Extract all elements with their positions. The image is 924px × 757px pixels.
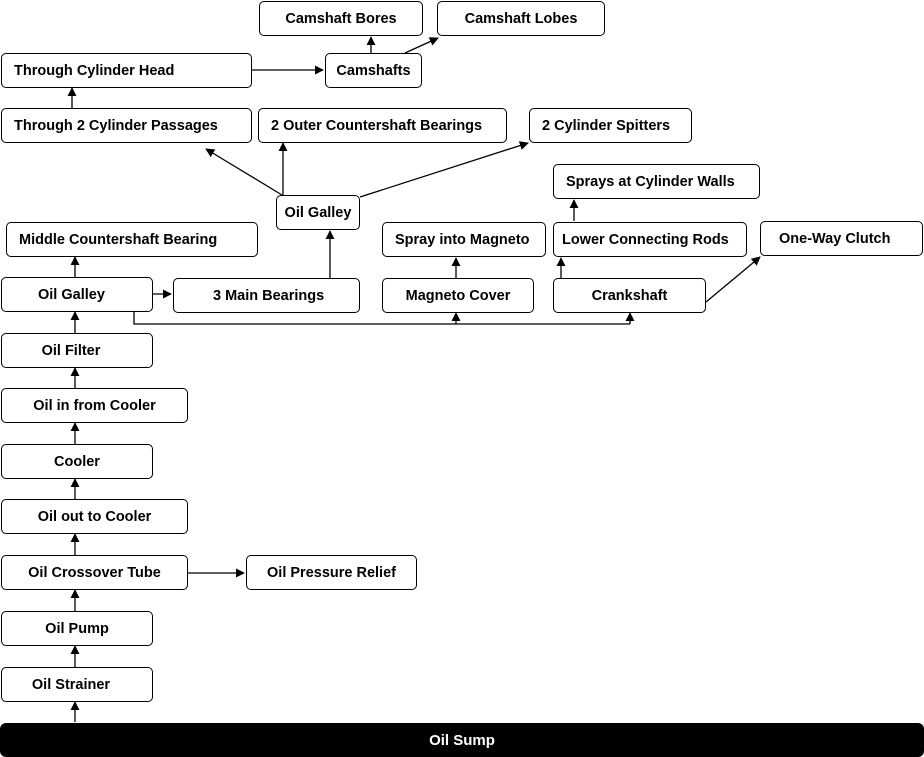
node-middle-countershaft-bearing: Middle Countershaft Bearing [6, 222, 258, 257]
node-oil-pressure-relief: Oil Pressure Relief [246, 555, 417, 590]
node-camshafts: Camshafts [325, 53, 422, 88]
arrow-crankshaft-to-one-way-clutch [705, 256, 761, 303]
node-camshaft-bores: Camshaft Bores [259, 1, 423, 36]
node-outer-countershaft-bearings: 2 Outer Countershaft Bearings [258, 108, 507, 143]
node-3-main-bearings: 3 Main Bearings [173, 278, 360, 313]
node-through-2-cylinder-passages: Through 2 Cylinder Passages [1, 108, 252, 143]
node-cooler: Cooler [1, 444, 153, 479]
node-sprays-at-cylinder-walls: Sprays at Cylinder Walls [553, 164, 760, 199]
node-crankshaft: Crankshaft [553, 278, 706, 313]
arrow-upper-galley-to-spitters [359, 141, 529, 198]
node-magneto-cover: Magneto Cover [382, 278, 534, 313]
node-one-way-clutch: One-Way Clutch [760, 221, 923, 256]
node-spray-into-magneto: Spray into Magneto [382, 222, 546, 257]
node-oil-out-to-cooler: Oil out to Cooler [1, 499, 188, 534]
node-oil-sump: Oil Sump [0, 723, 924, 757]
arrow-upper-galley-to-cylinder-passages [205, 148, 283, 196]
connector-galley-bus [133, 312, 630, 325]
node-camshaft-lobes: Camshaft Lobes [437, 1, 605, 36]
node-oil-galley-lower: Oil Galley [1, 277, 153, 312]
node-lower-connecting-rods: Lower Connecting Rods [553, 222, 747, 257]
node-oil-galley-upper: Oil Galley [276, 195, 360, 230]
node-oil-in-from-cooler: Oil in from Cooler [1, 388, 188, 423]
node-oil-strainer: Oil Strainer [1, 667, 153, 702]
node-through-cylinder-head: Through Cylinder Head [1, 53, 252, 88]
node-oil-pump: Oil Pump [1, 611, 153, 646]
node-cylinder-spitters: 2 Cylinder Spitters [529, 108, 692, 143]
node-oil-crossover-tube: Oil Crossover Tube [1, 555, 188, 590]
arrow-camshafts-to-lobes [404, 37, 439, 54]
node-oil-filter: Oil Filter [1, 333, 153, 368]
